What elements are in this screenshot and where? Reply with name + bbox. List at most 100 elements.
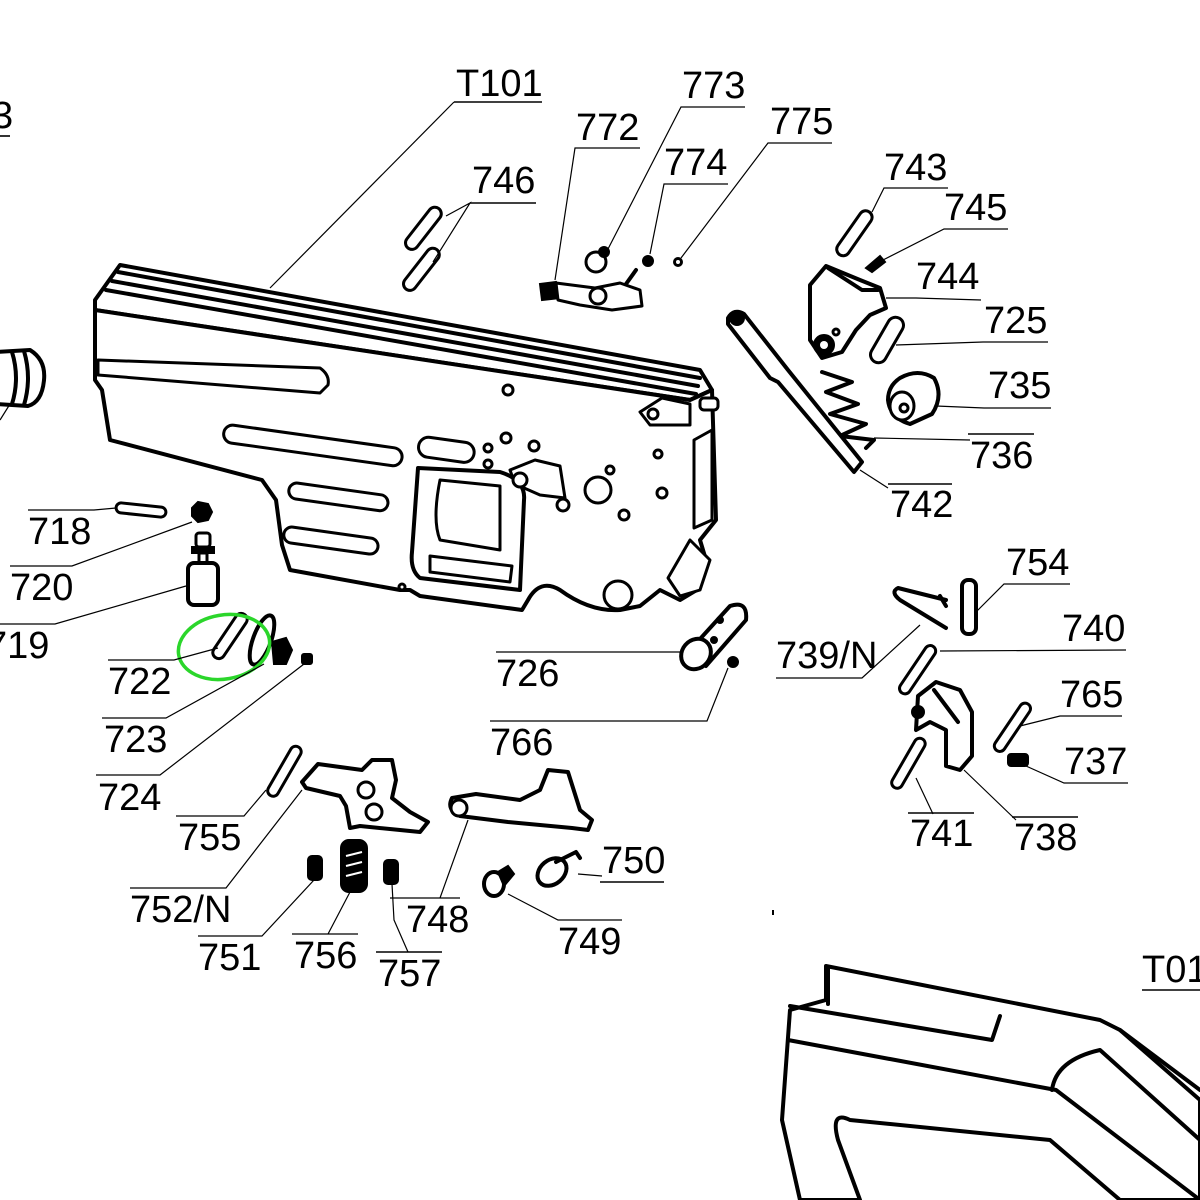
callout-751: 751 bbox=[198, 879, 315, 979]
part-757-set-screw bbox=[383, 859, 399, 885]
callout-label: 718 bbox=[28, 511, 91, 553]
part-775-washer bbox=[673, 257, 683, 267]
callout-754: 754 bbox=[975, 542, 1070, 613]
callout-label: 738 bbox=[1014, 817, 1077, 859]
callout-722: 722 bbox=[108, 647, 219, 703]
callout-744: 744 bbox=[886, 256, 982, 301]
callout-label: 756 bbox=[294, 935, 357, 977]
stray-mark bbox=[772, 910, 774, 915]
callout-720: 720 bbox=[10, 521, 193, 609]
callout-label: 755 bbox=[178, 817, 241, 859]
part-755-pin bbox=[266, 744, 303, 798]
callout-745: 745 bbox=[882, 187, 1008, 261]
callout-label: 774 bbox=[664, 142, 727, 184]
callout-749: 749 bbox=[507, 893, 622, 963]
part-737-set-screw bbox=[1007, 753, 1029, 767]
callout-label: 743 bbox=[884, 147, 947, 189]
callout-724: 724 bbox=[96, 663, 305, 819]
callout-755: 755 bbox=[176, 789, 267, 859]
callout-label: 773 bbox=[682, 65, 745, 107]
callout-label: 3 bbox=[0, 95, 13, 137]
callout-label: 752/N bbox=[130, 889, 231, 931]
part-719-plunger bbox=[186, 531, 220, 607]
part-725-pin bbox=[869, 315, 905, 365]
part-720-nut bbox=[191, 500, 214, 524]
callout-742: 742 bbox=[859, 469, 953, 526]
callout-label: T101 bbox=[456, 63, 543, 105]
callout-edge-top-left: 3 bbox=[0, 95, 13, 137]
callout-748: 748 bbox=[390, 819, 469, 941]
part-745-screw bbox=[864, 254, 887, 274]
callout-label: 745 bbox=[944, 187, 1007, 229]
callout-label: 722 bbox=[108, 661, 171, 703]
part-773-screw bbox=[584, 246, 610, 274]
part-744-hammer-block bbox=[808, 264, 888, 360]
part-749-screw bbox=[482, 864, 516, 898]
barrel-part-partial bbox=[0, 348, 47, 421]
callout-label: 723 bbox=[104, 719, 167, 761]
receiver-frame-T101 bbox=[93, 263, 720, 613]
part-743-pin bbox=[835, 209, 874, 258]
callout-label: 766 bbox=[490, 722, 553, 764]
part-718-pin bbox=[114, 501, 168, 519]
part-774-ball bbox=[642, 255, 654, 267]
callout-label: 740 bbox=[1062, 608, 1125, 650]
callout-label: 772 bbox=[576, 107, 639, 149]
part-726-cylinder-pin bbox=[679, 602, 749, 672]
callout-752N: 752/N bbox=[130, 789, 303, 931]
callout-label: 735 bbox=[988, 365, 1051, 407]
part-752N-trigger-assembly bbox=[300, 758, 430, 834]
part-740-pin bbox=[898, 644, 938, 696]
callout-718: 718 bbox=[28, 507, 117, 553]
part-746-pins bbox=[402, 205, 443, 292]
callout-736: 736 bbox=[873, 433, 1034, 477]
part-742-guide-rod bbox=[726, 309, 864, 474]
part-765-pin bbox=[992, 701, 1032, 753]
part-739N-wire-spring bbox=[892, 586, 948, 630]
callout-label: 726 bbox=[496, 653, 559, 695]
part-735-bushing bbox=[886, 371, 941, 426]
part-741-pin bbox=[890, 736, 927, 790]
part-756-spring bbox=[340, 839, 368, 893]
callout-label: 724 bbox=[98, 777, 161, 819]
callout-T101: T101 bbox=[269, 63, 543, 289]
callout-label: 719 bbox=[0, 625, 49, 667]
callout-label: 744 bbox=[916, 256, 979, 298]
callout-label: 737 bbox=[1064, 741, 1127, 783]
highlight-circle bbox=[176, 612, 272, 682]
part-754-spring bbox=[960, 578, 978, 636]
callout-725: 725 bbox=[895, 300, 1048, 346]
lower-assembly-partial bbox=[780, 964, 1200, 1200]
callout-label: 751 bbox=[198, 937, 261, 979]
part-772-sight-lever bbox=[538, 268, 644, 312]
callout-label: 765 bbox=[1060, 674, 1123, 716]
callout-735: 735 bbox=[935, 365, 1051, 409]
callout-775: 775 bbox=[680, 101, 833, 259]
part-736-spring bbox=[820, 370, 876, 450]
part-748-trigger-bar bbox=[448, 768, 594, 832]
callout-739N: 739/N bbox=[776, 624, 921, 679]
callout-label: 757 bbox=[378, 953, 441, 995]
callout-773: 773 bbox=[607, 65, 745, 250]
callout-label: 742 bbox=[890, 484, 953, 526]
callout-label: 746 bbox=[472, 160, 535, 202]
callout-label: 720 bbox=[10, 567, 73, 609]
callout-label: 739/N bbox=[776, 635, 877, 677]
callout-772: 772 bbox=[554, 107, 640, 281]
callout-766: 766 bbox=[490, 667, 729, 764]
callout-label: 725 bbox=[984, 300, 1047, 342]
callout-765: 765 bbox=[1019, 674, 1123, 727]
callout-746: 746 bbox=[432, 160, 536, 263]
part-751-set-screw bbox=[307, 855, 323, 881]
callout-723: 723 bbox=[102, 663, 265, 761]
callout-label: 750 bbox=[602, 840, 665, 882]
callout-label: T01 bbox=[1142, 949, 1200, 991]
callout-label: 736 bbox=[970, 435, 1033, 477]
part-724-ball bbox=[301, 653, 313, 665]
callout-label: 754 bbox=[1006, 542, 1069, 584]
callout-label: 741 bbox=[910, 813, 973, 855]
part-722-pin bbox=[211, 611, 249, 661]
callout-edge-bottom-right: T01 bbox=[1142, 949, 1200, 991]
callout-757: 757 bbox=[376, 883, 442, 995]
